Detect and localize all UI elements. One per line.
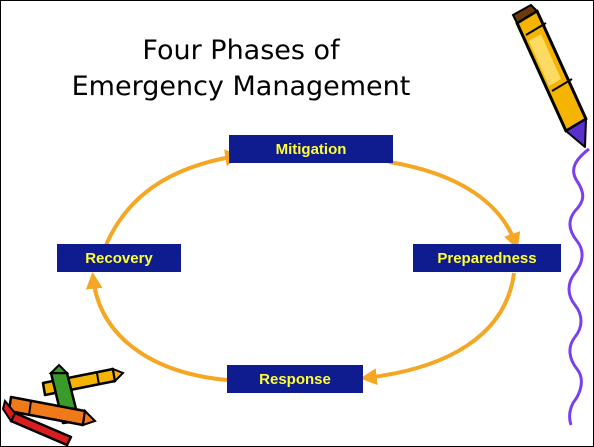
crayons-bundle-icon <box>1 363 125 446</box>
squiggle-line <box>567 147 590 426</box>
slide-title: Four Phases of Emergency Management <box>41 33 441 105</box>
title-line-2: Emergency Management <box>71 71 411 102</box>
phase-recovery: Recovery <box>57 244 181 272</box>
phase-mitigation: Mitigation <box>229 135 393 163</box>
crayon-icon <box>511 3 588 148</box>
title-line-1: Four Phases of <box>142 35 340 66</box>
phase-preparedness: Preparedness <box>413 244 561 272</box>
arrow-response-to-recovery <box>85 271 228 382</box>
arrow-mitigation-to-preparedness <box>388 160 521 250</box>
arrow-preparedness-to-response <box>359 272 516 386</box>
phase-response: Response <box>227 365 363 393</box>
arrow-recovery-to-mitigation <box>104 149 242 246</box>
